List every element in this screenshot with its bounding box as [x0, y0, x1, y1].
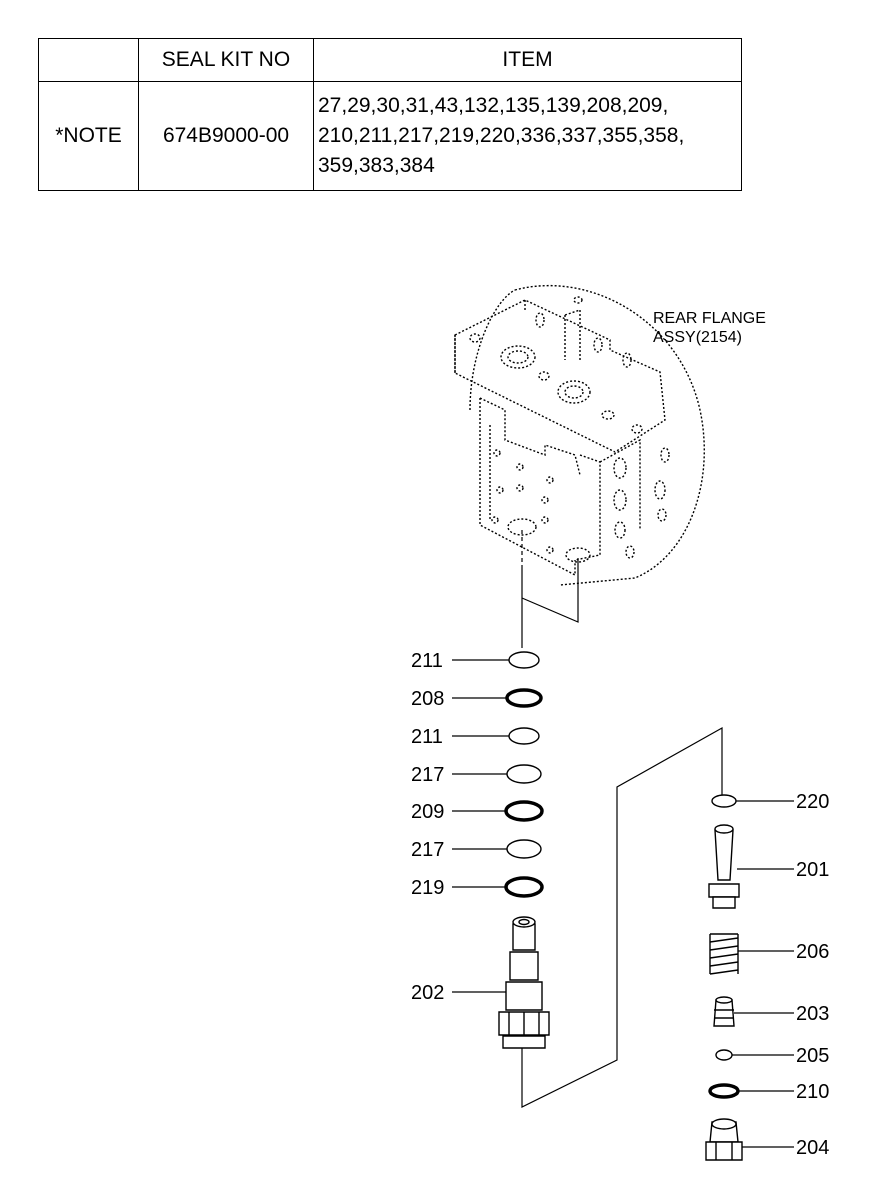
note-cell: *NOTE [38, 81, 139, 191]
seal-208 [505, 688, 543, 708]
seal-211-a [508, 651, 540, 669]
part-201-drawing [708, 824, 740, 909]
item-list-cell: 27,29,30,31,43,132,135,139,208,209, 210,… [313, 81, 742, 191]
right-parts [705, 794, 743, 1161]
seal-217-a [506, 764, 542, 784]
assembly-label-line2: ASSY(2154) [653, 329, 742, 346]
seal-211-b [508, 727, 540, 745]
left-seals [504, 651, 544, 898]
callout-203: 203 [796, 1003, 829, 1025]
callout-217-a: 217 [411, 764, 444, 786]
rear-flange-assembly-drawing [454, 285, 705, 586]
part-203-drawing [713, 996, 735, 1027]
callout-205: 205 [796, 1045, 829, 1067]
callout-220: 220 [796, 791, 829, 813]
seal-kit-table: SEAL KIT NO ITEM *NOTE 674B9000-00 27,29… [38, 38, 742, 191]
callout-209: 209 [411, 801, 444, 823]
callouts: 211 208 211 217 209 217 219 202 220 201 … [411, 650, 829, 1159]
seal-209 [504, 800, 544, 822]
part-202-drawing [498, 916, 550, 1049]
seal-217-b [506, 839, 542, 859]
item-line-2: 210,211,217,219,220,336,337,355,358, [318, 124, 685, 147]
callout-204: 204 [796, 1137, 829, 1159]
callout-219: 219 [411, 877, 444, 899]
callout-217-b: 217 [411, 839, 444, 861]
part-204-drawing [705, 1118, 743, 1161]
leader-lines [452, 659, 794, 1148]
part-205 [715, 1049, 733, 1061]
callout-210: 210 [796, 1081, 829, 1103]
item-line-3: 359,383,384 [318, 154, 435, 177]
seal-210 [708, 1083, 740, 1099]
callout-211-b: 211 [411, 726, 443, 748]
center-lines [521, 530, 723, 1108]
callout-201: 201 [796, 859, 829, 881]
callout-206: 206 [796, 941, 829, 963]
seal-219 [504, 876, 544, 898]
assembly-label-line1: REAR FLANGE [653, 310, 766, 327]
callout-202: 202 [411, 982, 444, 1004]
seal-220 [711, 794, 737, 808]
callout-208: 208 [411, 688, 444, 710]
part-206-spring-drawing [709, 933, 739, 975]
callout-211-a: 211 [411, 650, 443, 672]
item-line-1: 27,29,30,31,43,132,135,139,208,209, [318, 94, 669, 117]
table-row: *NOTE 674B9000-00 27,29,30,31,43,132,135… [38, 81, 742, 191]
